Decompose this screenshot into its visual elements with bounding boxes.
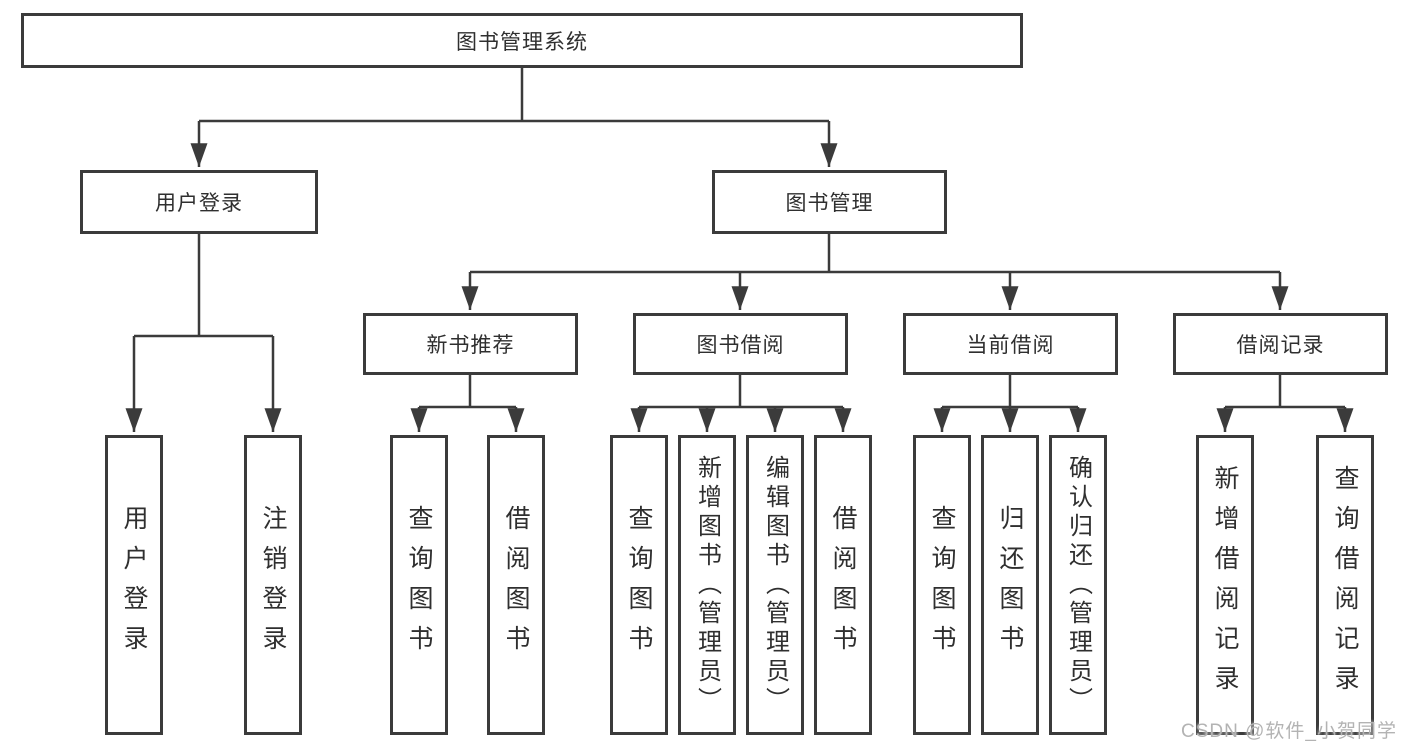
leaf-label: 确认归还（管理员） <box>1064 454 1092 716</box>
connector-new-book-recommend-children <box>410 375 525 433</box>
leaf-user-login: 用户登录 <box>105 435 163 735</box>
leaf-label: 编辑图书（管理员） <box>761 454 789 716</box>
leaf-label: 注销登录 <box>259 505 287 665</box>
node-label: 图书管理 <box>785 192 874 215</box>
leaf-label: 用户登录 <box>120 505 148 665</box>
leaf-borrow-books-recommend: 借阅图书 <box>487 435 545 735</box>
leaf-query-books-borrowing: 查询图书 <box>610 435 668 735</box>
node-label: 借阅记录 <box>1236 334 1325 357</box>
leaf-label: 查询图书 <box>928 505 956 665</box>
connector-current-borrowing-children <box>933 375 1087 433</box>
node-current-borrowing: 当前借阅 <box>903 313 1118 375</box>
leaf-label: 借阅图书 <box>829 505 857 665</box>
leaf-add-books-admin: 新增图书（管理员） <box>678 435 736 735</box>
leaf-label: 查询图书 <box>405 505 433 665</box>
node-borrowing-records: 借阅记录 <box>1173 313 1388 375</box>
node-label: 用户登录 <box>155 192 243 215</box>
leaf-label: 查询借阅记录 <box>1331 465 1359 705</box>
leaf-edit-books-admin: 编辑图书（管理员） <box>746 435 804 735</box>
leaf-query-borrow-record: 查询借阅记录 <box>1316 435 1374 735</box>
leaf-return-books: 归还图书 <box>981 435 1039 735</box>
node-label: 图书借阅 <box>696 334 785 357</box>
node-book-management: 图书管理 <box>712 170 947 234</box>
leaf-confirm-return-admin: 确认归还（管理员） <box>1049 435 1107 735</box>
leaf-add-borrow-record: 新增借阅记录 <box>1196 435 1254 735</box>
connector-root-to-level2 <box>190 68 838 167</box>
leaf-label: 借阅图书 <box>502 505 530 665</box>
node-library-management-system: 图书管理系统 <box>21 13 1023 68</box>
leaf-label: 查询图书 <box>625 505 653 665</box>
node-label: 图书管理系统 <box>456 30 588 54</box>
connector-book-management-children <box>461 234 1289 311</box>
leaf-borrow-books-borrowing: 借阅图书 <box>814 435 872 735</box>
node-new-book-recommend: 新书推荐 <box>363 313 578 375</box>
connector-user-login-children <box>125 234 282 433</box>
node-user-login: 用户登录 <box>80 170 318 234</box>
connector-book-borrowing-children <box>630 375 852 433</box>
leaf-label: 归还图书 <box>996 505 1024 665</box>
leaf-logout: 注销登录 <box>244 435 302 735</box>
node-label: 当前借阅 <box>966 334 1055 357</box>
leaf-label: 新增借阅记录 <box>1211 465 1239 705</box>
node-book-borrowing: 图书借阅 <box>633 313 848 375</box>
csdn-watermark: CSDN @软件_小贺同学 <box>1181 721 1397 742</box>
node-label: 新书推荐 <box>426 334 515 357</box>
leaf-query-books-current: 查询图书 <box>913 435 971 735</box>
leaf-label: 新增图书（管理员） <box>693 454 721 716</box>
connector-borrowing-records-children <box>1216 375 1354 433</box>
leaf-query-books-recommend: 查询图书 <box>390 435 448 735</box>
